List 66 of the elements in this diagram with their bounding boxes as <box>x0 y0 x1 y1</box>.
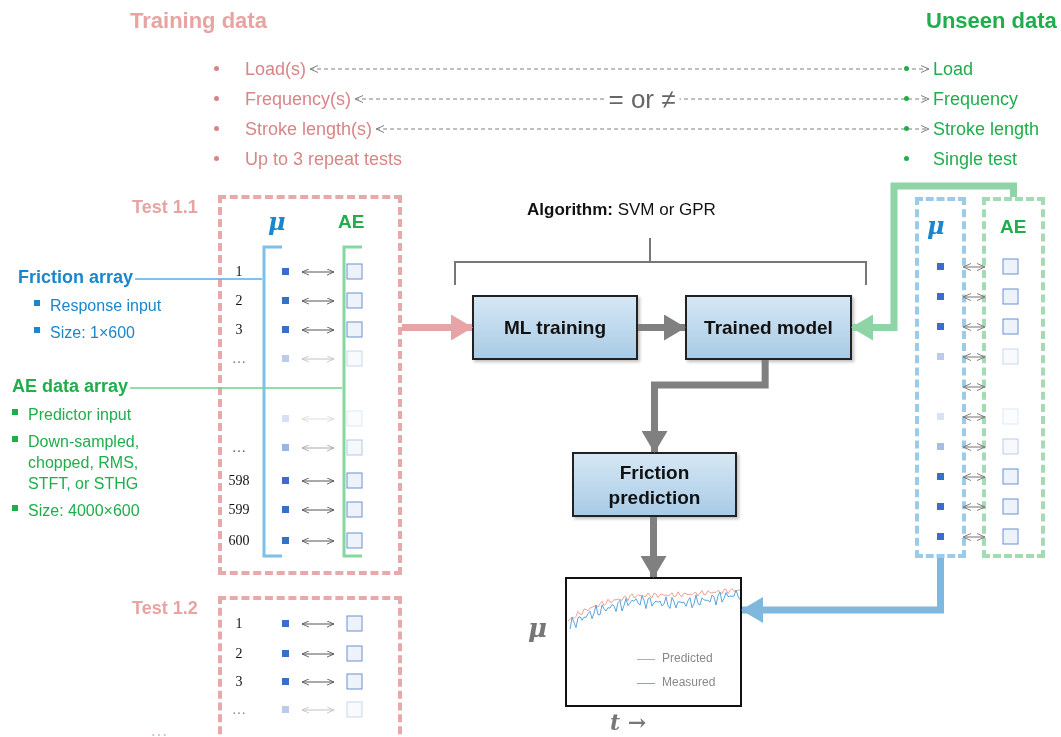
row-number: … <box>231 440 247 456</box>
double-arrow <box>962 503 986 511</box>
row-number: … <box>231 702 247 718</box>
axis-label: t → <box>610 709 647 735</box>
leader-line <box>134 278 263 280</box>
row-number: 600 <box>227 533 251 549</box>
double-arrow <box>962 473 986 481</box>
group-title: Test 1.1 <box>132 197 198 218</box>
row-number: 599 <box>227 502 251 518</box>
double-arrow <box>962 323 986 331</box>
double-arrow <box>962 413 986 421</box>
double-arrow <box>309 65 930 73</box>
algorithm-note: Algorithm: SVM or GPR <box>527 200 716 220</box>
row-number: 598 <box>227 473 251 489</box>
arrow <box>640 517 667 578</box>
list-item: Load <box>933 57 974 81</box>
heading: AE data array <box>12 375 129 398</box>
dashed-column-box <box>915 197 966 558</box>
section-title: Unseen data <box>926 8 1057 34</box>
row-number: 3 <box>234 674 244 690</box>
column-heading: AE <box>1000 216 1027 238</box>
double-arrow <box>962 293 986 301</box>
process-box: Trained model <box>685 295 852 360</box>
double-arrow <box>354 95 930 103</box>
row-number: … <box>231 351 247 367</box>
heading: Friction array <box>18 266 134 289</box>
row-number: 1 <box>234 616 244 632</box>
column-heading: AE <box>338 211 365 233</box>
double-arrow <box>962 263 986 271</box>
arrow <box>641 360 769 453</box>
row-number: 1 <box>234 264 244 280</box>
legend-text: Measured <box>662 675 716 689</box>
ellipsis: … <box>150 719 168 737</box>
double-arrow <box>962 353 986 361</box>
list-item: Stroke length <box>933 117 1040 141</box>
column-heading: μ <box>268 207 286 236</box>
list-item: Down-sampled, chopped, RMS, STFT, or STHG <box>28 432 141 494</box>
picture <box>565 577 742 707</box>
process-box: ML training <box>472 295 638 360</box>
list-item: Size: 1×600 <box>50 323 135 343</box>
list-item: Predictor input <box>28 405 132 425</box>
list-item: Stroke length(s) <box>245 117 373 141</box>
process-box: Friction prediction <box>572 452 737 517</box>
arrow <box>851 182 1017 341</box>
row-number: 2 <box>234 293 244 309</box>
list-item: Size: 4000×600 <box>28 501 140 521</box>
leader-line <box>129 387 343 389</box>
list-item: Single test <box>933 148 1018 171</box>
double-arrow <box>962 383 986 391</box>
double-arrow <box>375 125 930 133</box>
list-item: Frequency <box>933 87 1019 111</box>
row-number: 2 <box>234 646 244 662</box>
list-item: Up to 3 repeat tests <box>245 148 403 171</box>
arrow <box>638 314 686 341</box>
legend-text: Predicted <box>662 651 713 665</box>
dashed-column-box <box>982 197 1045 558</box>
list-item: Frequency(s) <box>245 87 352 111</box>
double-arrow <box>962 443 986 451</box>
axis-label: μ <box>528 613 548 643</box>
column-heading: μ <box>927 211 945 240</box>
list-item: Load(s) <box>245 57 307 81</box>
group-title: Test 1.2 <box>132 598 198 619</box>
double-arrow <box>962 533 986 541</box>
list-item: Response input <box>50 296 162 316</box>
row-number: 3 <box>234 322 244 338</box>
section-title: Training data <box>130 8 267 34</box>
